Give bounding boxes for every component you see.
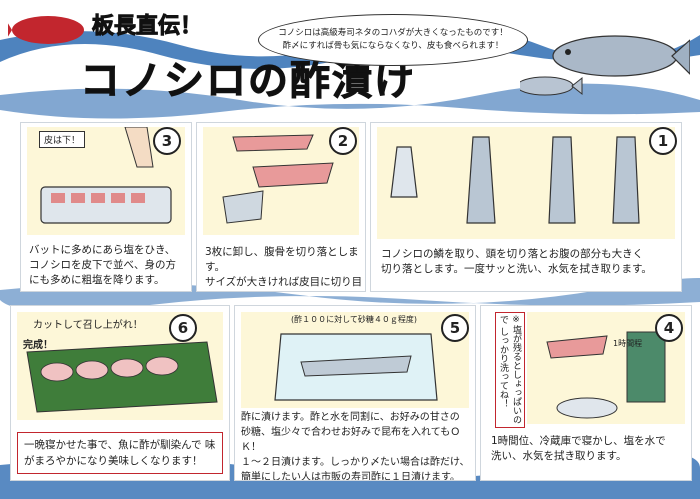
step-1-number: 1 — [649, 127, 677, 155]
call-out-text: カットして召し上がれ！ — [33, 320, 143, 331]
step-5-illustration — [241, 312, 469, 408]
step-6-panel: カットして召し上がれ！ 完成！ 6 一晩寝かせた事で、魚に酢が馴染んで 味がまろ… — [10, 305, 230, 481]
step-6-illustration — [17, 312, 223, 420]
page-title: コノシロの酢漬け — [80, 58, 416, 105]
step-5-number: 5 — [441, 314, 469, 342]
step-5-panel: (酢１００に対して砂糖４０ｇ程度) 5 酢に漬けます。酢と水を同割に、お好みの甘… — [234, 305, 476, 481]
step-2-number: 2 — [329, 127, 357, 155]
skin-down-label: 皮は下！ — [39, 131, 86, 148]
step-3-caption: バットに多めにあら塩をひき、 コノシロを皮下で並べ、身の方 にも多めに粗塩を降り… — [29, 244, 176, 286]
intro-bubble: コノシロは高級寿司ネタのコハダが大きくなったものです！ 酢〆にすれば骨も気になら… — [258, 14, 528, 66]
step-5-caption: 酢に漬けます。酢と水を同割に、お好みの甘さの 砂糖、塩少々で合わせお好みで昆布を… — [241, 412, 470, 481]
step-3-panel: 皮は下！ 3 バットに多めにあら塩をひき、 コノシロを皮下で並べ、身の方 にも多… — [20, 122, 192, 292]
ratio-label: (酢１００に対して砂糖４０ｇ程度) — [291, 315, 418, 324]
step-3-number: 3 — [153, 127, 181, 155]
header-kicker: 板長直伝！ — [91, 14, 203, 40]
step-2-panel: 2 3枚に卸し、腹骨を切り落とします。 サイズが大きければ皮目に切り目を 入れる… — [196, 122, 366, 292]
brand-logo — [6, 10, 88, 48]
step-4-caption: 1時間位、冷蔵庫で寝かし、塩を水で 洗い、水気を拭き取ります。 — [491, 435, 666, 462]
step-4-number: 4 — [655, 314, 683, 342]
step-4-panel: ※塩が残るとしょっぱいので しっかり洗ってね！ 1時間程 4 1時間位、冷蔵庫で… — [480, 305, 692, 481]
done-label: 完成！ — [23, 340, 53, 351]
step-1-caption: コノシロの鱗を取り、頭を切り落とお腹の部分も大きく 切り落とします。一度サッと洗… — [381, 248, 652, 275]
step-2-caption: 3枚に卸し、腹骨を切り落とします。 サイズが大きければ皮目に切り目を 入れると尚… — [205, 246, 363, 288]
clock-label: 1時間程 — [613, 339, 643, 348]
salt-warning-note: ※塩が残るとしょっぱいので しっかり洗ってね！ — [495, 312, 525, 428]
step-6-number: 6 — [169, 314, 197, 342]
logo-fish-icon — [6, 16, 84, 44]
step-6-caption: 一晩寝かせた事で、魚に酢が馴染んで 味がまろやかになり美味しくなります！ — [17, 432, 223, 474]
fish-illustration — [520, 35, 690, 96]
step-1-illustration — [377, 127, 675, 239]
step-1-panel: 1 コノシロの鱗を取り、頭を切り落とお腹の部分も大きく 切り落とします。一度サッ… — [370, 122, 682, 292]
